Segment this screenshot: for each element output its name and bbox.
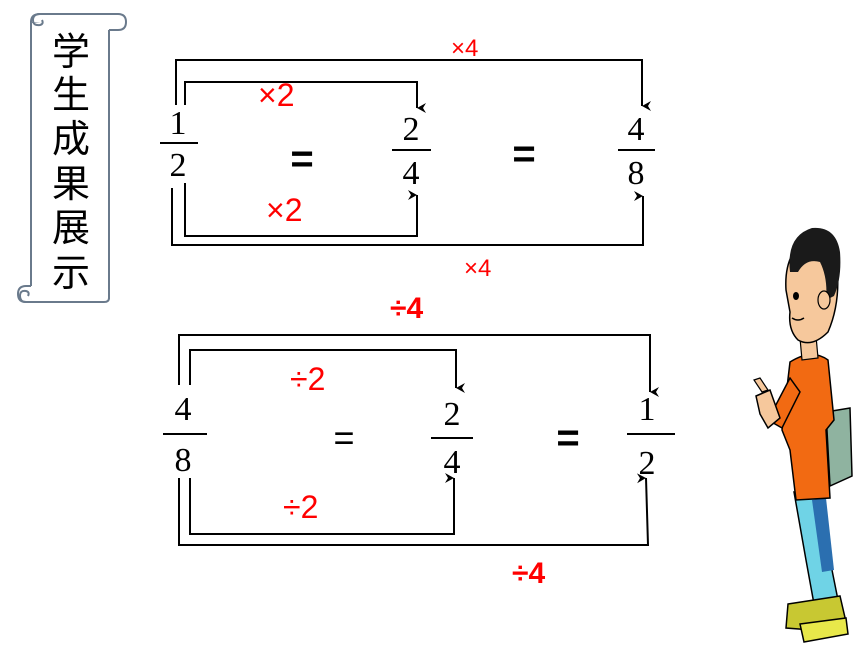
bottom-fraction-3: 1 2 — [627, 391, 675, 482]
arrow-top-inner — [184, 81, 426, 113]
denominator: 8 — [175, 442, 192, 479]
scroll-banner: 学 生 成 果 展 示 — [16, 13, 128, 303]
hand — [755, 388, 781, 430]
arrow-bottom-inner — [189, 473, 455, 535]
bottom-fraction-1: 4 8 — [163, 391, 207, 479]
operator-label: ÷2 — [283, 489, 318, 525]
equals-sign: = — [512, 132, 535, 176]
arrow-bottom-inner — [184, 183, 418, 237]
shoe — [799, 617, 849, 643]
operator-label: ×4 — [451, 35, 478, 62]
numerator: 2 — [444, 396, 461, 433]
arrow-top-outer — [175, 59, 651, 111]
scroll-char-3: 成 — [52, 117, 90, 161]
book — [825, 407, 853, 488]
finger — [753, 377, 769, 393]
numerator: 4 — [628, 111, 645, 148]
arrow-top-outer — [178, 334, 659, 397]
top-row: 1 2 2 4 4 8 = = ×4 ×2 ×2 ×4 — [160, 35, 655, 282]
top-fraction-1: 1 2 — [160, 105, 198, 184]
operator-label: ×2 — [266, 192, 302, 228]
scroll-char-6: 示 — [52, 251, 90, 295]
equals-sign: = — [290, 137, 313, 181]
scroll-char-1: 学 — [52, 30, 90, 74]
equals-sign: = — [556, 416, 579, 460]
mouth — [791, 317, 805, 321]
numerator: 1 — [170, 105, 187, 142]
operator-label: ×2 — [258, 77, 294, 113]
denominator: 4 — [403, 155, 420, 192]
top-fraction-3: 4 8 — [618, 111, 655, 192]
operator-label: ÷4 — [512, 557, 545, 590]
hair — [789, 227, 841, 300]
denominator: 2 — [639, 445, 656, 482]
eye — [793, 292, 799, 300]
arrow-bottom-outer — [178, 473, 650, 546]
numerator: 1 — [639, 391, 656, 428]
numerator: 4 — [175, 391, 192, 428]
operator-label: ×4 — [464, 255, 491, 282]
numerator: 2 — [403, 111, 420, 148]
ear — [817, 290, 831, 310]
operator-label: ÷2 — [290, 361, 325, 397]
top-fraction-2: 2 4 — [392, 111, 431, 192]
denominator: 2 — [170, 147, 187, 184]
denominator: 8 — [628, 155, 645, 192]
bottom-fraction-2: 2 4 — [431, 396, 473, 481]
arrow-bottom-outer — [171, 188, 644, 246]
pants-shadow — [812, 498, 834, 572]
scroll-char-5: 展 — [52, 206, 90, 250]
operator-label: ÷4 — [390, 292, 423, 325]
denominator: 4 — [444, 444, 461, 481]
student-illustration — [753, 227, 853, 643]
bottom-row: 4 8 2 4 1 2 = = ÷4 ÷2 ÷2 ÷4 — [163, 292, 675, 590]
shirt — [781, 353, 835, 501]
scroll-char-4: 果 — [52, 162, 90, 206]
scroll-char-2: 生 — [52, 73, 90, 117]
arrow-top-inner — [189, 349, 465, 393]
equals-sign: = — [333, 417, 354, 458]
